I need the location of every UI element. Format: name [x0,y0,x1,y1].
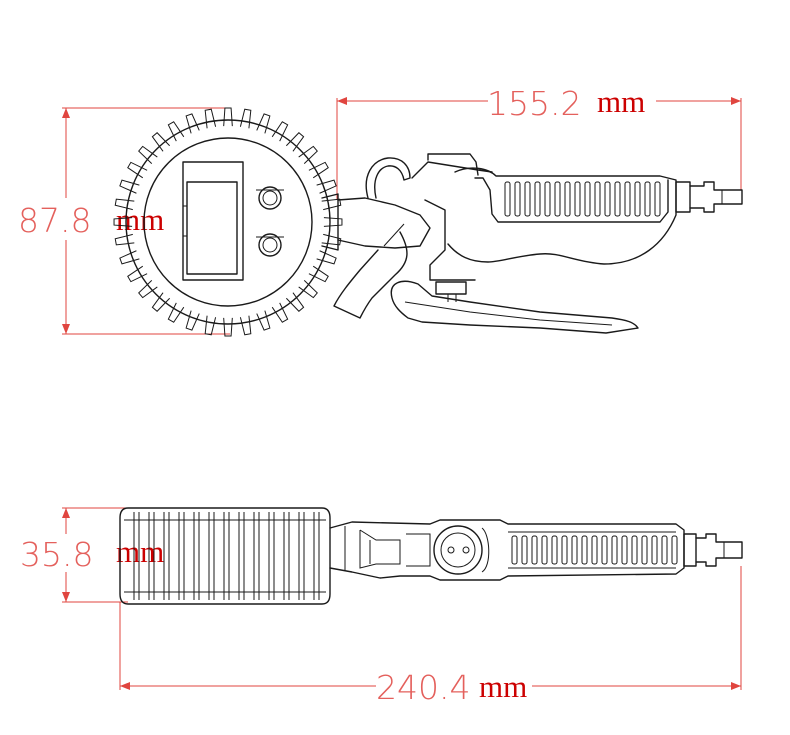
length-dimension: 155.2 mm [336,84,742,200]
height-value: 87.8 [18,201,91,240]
gauge-button-upper [256,186,284,210]
length-value: 155.2 [487,84,581,123]
gauge-button-lower [256,233,284,257]
thickness-value: 35.8 [20,535,93,574]
inflator-gun-side-view [321,153,743,334]
total-length-value: 240.4 [376,668,470,707]
total-length-dimension: 240.4 mm [119,566,742,707]
gauge-front-view [113,107,343,337]
thickness-unit: mm [116,534,164,569]
gauge-top-view [119,507,331,605]
length-unit: mm [597,84,645,119]
inflator-gun-top-view [329,519,743,581]
total-length-unit: mm [479,669,527,704]
height-dimension: 87.8 mm [18,107,230,335]
thickness-dimension: 35.8 mm [20,507,164,603]
